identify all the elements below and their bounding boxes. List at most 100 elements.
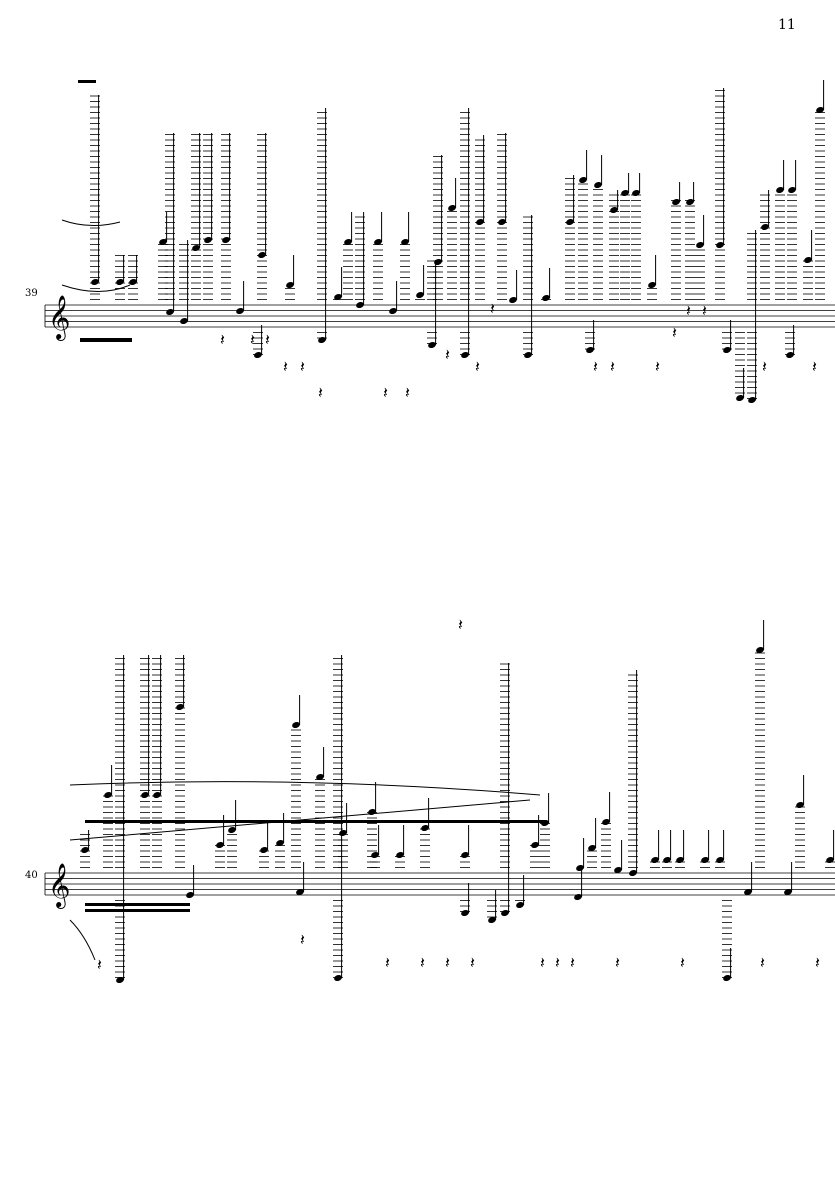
rest-icon: 𝄽	[97, 955, 102, 974]
notehead	[610, 206, 618, 214]
notehead	[672, 198, 680, 206]
notehead	[401, 238, 409, 246]
notehead	[236, 307, 244, 315]
slur	[69, 781, 541, 796]
notehead	[761, 223, 769, 231]
rest-icon: 𝄽	[686, 301, 691, 320]
treble-clef-icon: 𝄞	[48, 295, 70, 341]
rest-icon: 𝄽	[555, 953, 560, 972]
notehead	[696, 241, 704, 249]
notehead	[629, 869, 637, 877]
rest-icon: 𝄽	[490, 299, 495, 318]
rest-icon: 𝄽	[300, 930, 305, 949]
rest-icon: 𝄽	[475, 357, 480, 376]
notehead	[566, 218, 574, 226]
notehead	[509, 296, 517, 304]
notehead	[716, 241, 724, 249]
notehead	[222, 236, 230, 244]
notehead	[744, 888, 752, 896]
notehead	[676, 856, 684, 864]
notehead	[632, 189, 640, 197]
notehead	[756, 646, 764, 654]
rest-icon: 𝄽	[812, 357, 817, 376]
notehead	[788, 186, 796, 194]
notehead	[129, 278, 137, 286]
beam	[80, 338, 132, 342]
notehead	[488, 916, 496, 924]
notehead	[614, 866, 622, 874]
notehead	[371, 851, 379, 859]
notehead	[461, 851, 469, 859]
notehead	[476, 218, 484, 226]
notehead	[602, 818, 610, 826]
rest-icon: 𝄽	[383, 383, 388, 402]
rest-icon: 𝄽	[420, 953, 425, 972]
notehead	[448, 204, 456, 212]
notehead	[116, 976, 124, 984]
rest-icon: 𝄽	[760, 953, 765, 972]
notehead	[686, 198, 694, 206]
notehead	[316, 773, 324, 781]
rest-icon: 𝄽	[385, 953, 390, 972]
notehead	[258, 251, 266, 259]
notehead	[826, 856, 834, 864]
notehead	[579, 176, 587, 184]
notehead	[104, 791, 112, 799]
notehead	[396, 851, 404, 859]
notehead	[334, 293, 342, 301]
measure-number-39: 39	[25, 288, 38, 299]
rest-icon: 𝄽	[300, 357, 305, 376]
notehead	[334, 974, 342, 982]
rest-icon: 𝄽	[610, 357, 615, 376]
notehead	[228, 826, 236, 834]
notehead	[254, 351, 262, 359]
rest-icon: 𝄽	[458, 615, 463, 634]
notehead	[804, 256, 812, 264]
notehead	[524, 351, 532, 359]
notehead	[186, 891, 194, 899]
rest-icon: 𝄽	[672, 323, 677, 342]
notehead	[701, 856, 709, 864]
notehead	[716, 856, 724, 864]
notehead	[416, 291, 424, 299]
notehead	[356, 301, 364, 309]
notehead	[204, 236, 212, 244]
rest-icon: 𝄽	[470, 953, 475, 972]
rest-icon: 𝄽	[702, 301, 707, 320]
notehead	[421, 824, 429, 832]
notehead	[776, 186, 784, 194]
tie	[61, 219, 121, 226]
notehead	[498, 218, 506, 226]
notehead	[91, 278, 99, 286]
notehead	[159, 238, 167, 246]
beam	[85, 903, 190, 906]
notehead	[574, 893, 582, 901]
notehead	[180, 317, 188, 325]
notehead	[176, 703, 184, 711]
rest-icon: 𝄽	[815, 953, 820, 972]
notehead	[153, 791, 161, 799]
rest-icon: 𝄽	[405, 383, 410, 402]
notehead	[723, 346, 731, 354]
notehead	[296, 888, 304, 896]
notehead	[461, 909, 469, 917]
rest-icon: 𝄽	[570, 953, 575, 972]
notehead	[796, 801, 804, 809]
rest-icon: 𝄽	[762, 357, 767, 376]
beam	[85, 909, 190, 912]
notehead	[748, 396, 756, 404]
notehead	[723, 974, 731, 982]
notehead	[216, 841, 224, 849]
notehead	[141, 791, 149, 799]
notehead	[292, 721, 300, 729]
notehead	[339, 829, 347, 837]
notehead	[286, 281, 294, 289]
notehead	[648, 281, 656, 289]
notehead	[531, 841, 539, 849]
rest-icon: 𝄽	[445, 345, 450, 364]
notehead	[501, 909, 509, 917]
rest-icon: 𝄽	[265, 330, 270, 349]
rest-icon: 𝄽	[680, 953, 685, 972]
notehead	[786, 351, 794, 359]
